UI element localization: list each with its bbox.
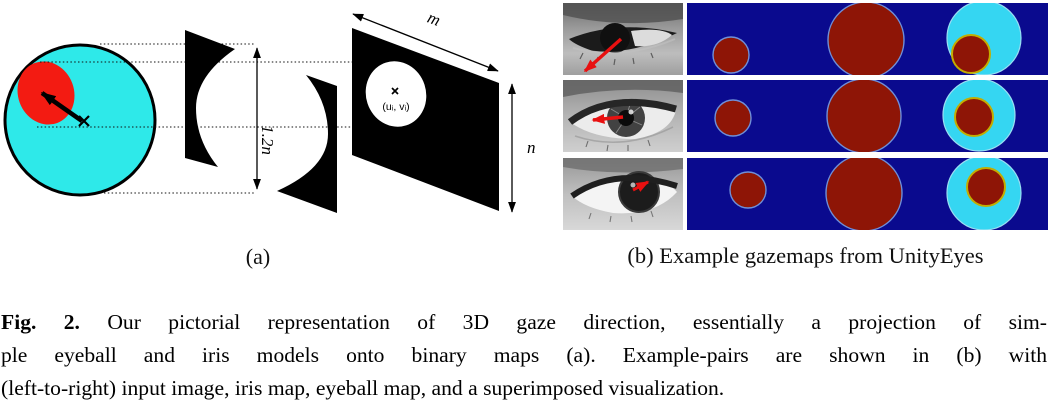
row3-gaze-arrow [632, 180, 650, 192]
row2-brow-shadow [563, 80, 683, 97]
row3-gazemaps [687, 158, 1048, 230]
row3-brow-shadow [563, 158, 683, 173]
row2-superimposed-iris [954, 97, 994, 137]
gaze-origin-marker [78, 115, 90, 127]
row1-eyeball-map [827, 3, 905, 75]
row2-glint [628, 109, 634, 115]
row2-input-eye-image [563, 80, 683, 152]
row1-gazemaps [687, 3, 1048, 75]
width-dimension-label: m [425, 8, 443, 30]
row2-gaze-arrow [591, 113, 624, 124]
iris-map-ellipse [365, 61, 427, 127]
row3-glint [630, 182, 636, 188]
row2-lower-lid [574, 126, 674, 144]
caption-fig-number: Fig. 2. [1, 310, 80, 334]
caption-line-1: Fig. 2. Our pictorial representation of … [1, 306, 1047, 339]
lens-shape-left [185, 30, 235, 167]
width-dimension-arrow [352, 13, 499, 72]
lens-shape-right [277, 75, 337, 213]
figure-caption: Fig. 2. Our pictorial representation of … [1, 306, 1047, 404]
row1-lower-lid [572, 38, 676, 54]
row3-lashes [588, 210, 654, 223]
row1-iris-map [712, 36, 750, 74]
gaze-direction-arrow [40, 91, 84, 123]
row1-brow-shadow [563, 3, 683, 24]
plane-height-dimension-label: n [527, 138, 536, 157]
row2-lashes [585, 139, 651, 152]
caption-line-3: (left-to-right) input image, iris map, e… [1, 372, 1047, 405]
gazemap-plane [352, 28, 499, 211]
row3-upper-lashes [570, 175, 678, 199]
caption-line-2-text: ple eyeball and iris models onto binary … [1, 342, 1047, 367]
row1-input-eye-image [563, 3, 683, 75]
row1-sclera [631, 29, 672, 47]
row2-iris-map [714, 99, 752, 137]
row3-iris-map [729, 171, 767, 209]
panel-a-label: (a) [245, 244, 271, 269]
row3-eyeball-map [825, 158, 903, 230]
row2-upper-lashes [567, 98, 677, 125]
panel-a-diagram: 1.2n (uᵢ, vᵢ) m n [3, 8, 536, 213]
row3-superimposed-iris [966, 167, 1006, 207]
caption-line-2: ple eyeball and iris models onto binary … [1, 339, 1047, 372]
caption-line-3-text: (left-to-right) input image, iris map, e… [1, 375, 725, 400]
panel-b-label: (b) Example gazemaps from UnityEyes [627, 243, 984, 268]
row2-eyeball-map [826, 80, 902, 152]
row2-gazemaps [687, 80, 1048, 152]
row1-superimposed-iris [951, 34, 991, 74]
row1-iris [600, 23, 630, 53]
iris-center-coordinates: (uᵢ, vᵢ) [382, 101, 409, 113]
height-dimension-label: 1.2n [258, 125, 277, 155]
row2-iris-texture [610, 100, 643, 134]
iris-center-marker [391, 87, 399, 95]
row1-gaze-arrow [583, 37, 623, 73]
panel-b-gazemaps [563, 3, 1048, 230]
caption-line-1-text: Our pictorial representation of 3D gaze … [79, 310, 1047, 334]
row3-input-eye-image [563, 158, 683, 230]
